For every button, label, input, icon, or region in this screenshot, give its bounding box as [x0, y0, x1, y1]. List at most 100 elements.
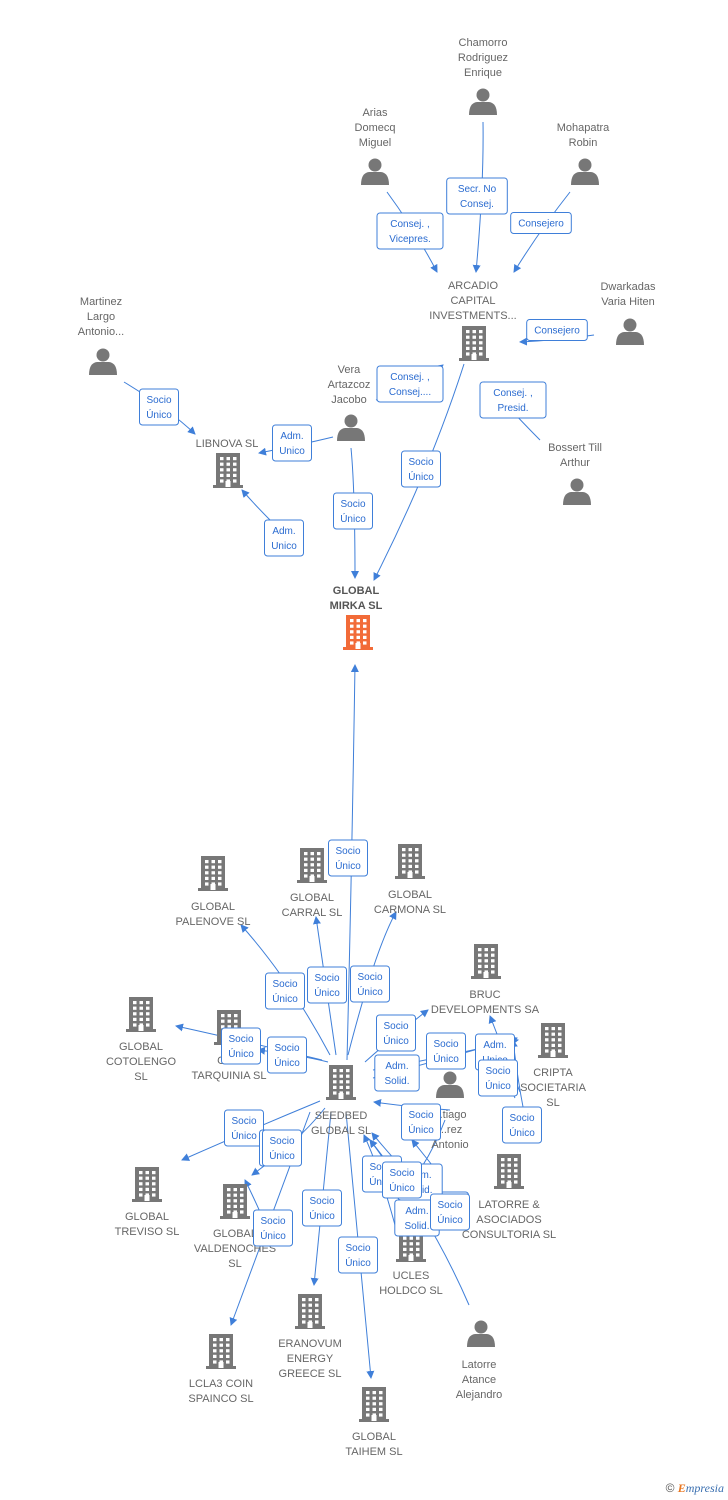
footer-brand: © Empresia	[666, 1481, 724, 1496]
building-window	[233, 1188, 237, 1192]
building-window	[558, 1032, 562, 1036]
building-window	[234, 1019, 238, 1023]
building-window	[415, 870, 419, 874]
node-label: Bossert Till	[548, 442, 602, 454]
node-label: CONSULTORIA SL	[462, 1229, 556, 1241]
building-window	[479, 330, 483, 334]
building-window	[226, 468, 230, 472]
relation-label: Consejero	[510, 212, 572, 234]
building-door	[225, 481, 231, 487]
building-window	[356, 635, 360, 639]
building-window	[211, 871, 215, 875]
building-window	[372, 1402, 376, 1406]
building-window	[310, 857, 314, 861]
building-window	[317, 857, 321, 861]
node-label: Dwarkadas	[600, 281, 656, 293]
node-arcadio[interactable]: ARCADIOCAPITALINVESTMENTS...	[429, 280, 517, 361]
relation-label-text: Unico	[271, 541, 297, 552]
relation-label-text: Socio	[314, 973, 339, 984]
node-label: LIBNOVA SL	[196, 438, 259, 450]
building-window	[402, 848, 406, 852]
building-window	[363, 630, 367, 634]
building-window	[408, 853, 412, 857]
relation-label: Adm.Solid.	[394, 1199, 440, 1237]
node-libnova[interactable]: LIBNOVA SL	[196, 438, 259, 488]
building-door	[483, 972, 489, 978]
person-icon-head	[344, 414, 358, 428]
node-label: TARQUINIA SL	[192, 1070, 267, 1082]
relation-label-text: Socio	[509, 1113, 534, 1124]
node-label: Arthur	[560, 457, 590, 469]
building-window	[356, 630, 360, 634]
node-label: ENERGY	[287, 1353, 334, 1365]
building-window	[213, 1338, 217, 1342]
node-label: Enrique	[464, 67, 502, 79]
building-door	[144, 1195, 150, 1201]
relation-label-text: Adm.	[385, 1061, 408, 1072]
relation-label-text: Único	[269, 1149, 295, 1162]
node-label: SL	[228, 1258, 241, 1270]
relation-label-text: Socio	[335, 846, 360, 857]
building-window	[152, 1176, 156, 1180]
node-martinez[interactable]: MartinezLargoAntonio...	[78, 296, 124, 375]
relation-label-box	[350, 965, 390, 1003]
building-window	[227, 1019, 231, 1023]
building-window	[315, 1309, 319, 1313]
building-door	[338, 1093, 344, 1099]
node-label: GLOBAL SL	[311, 1125, 371, 1137]
building-window	[472, 341, 476, 345]
building-window	[213, 1360, 217, 1364]
relation-label-text: Socio	[274, 1043, 299, 1054]
building-window	[350, 641, 354, 645]
relation-label-box	[376, 212, 444, 250]
building-window	[479, 335, 483, 339]
relation-label-text: Socio	[345, 1243, 370, 1254]
building-window	[408, 864, 412, 868]
edges-layer	[123, 121, 595, 1379]
building-window	[415, 848, 419, 852]
relation-label-box	[401, 1103, 441, 1141]
building-window	[152, 1182, 156, 1186]
node-label: SPAINCO SL	[188, 1393, 253, 1405]
building-window	[478, 959, 482, 963]
node-label: GREECE SL	[279, 1368, 342, 1380]
node-label: Chamorro	[459, 37, 508, 49]
building-window	[152, 1193, 156, 1197]
building-window	[219, 1354, 223, 1358]
building-window	[416, 1253, 420, 1257]
building-door	[408, 1255, 414, 1261]
node-label: GLOBAL	[191, 901, 235, 913]
building-window	[366, 1396, 370, 1400]
node-label: CRIPTA	[533, 1067, 573, 1079]
relation-label-box	[526, 319, 588, 341]
building-window	[379, 1391, 383, 1395]
building-window	[218, 871, 222, 875]
building-window	[466, 330, 470, 334]
building-window	[233, 1193, 237, 1197]
building-window	[333, 1091, 337, 1095]
